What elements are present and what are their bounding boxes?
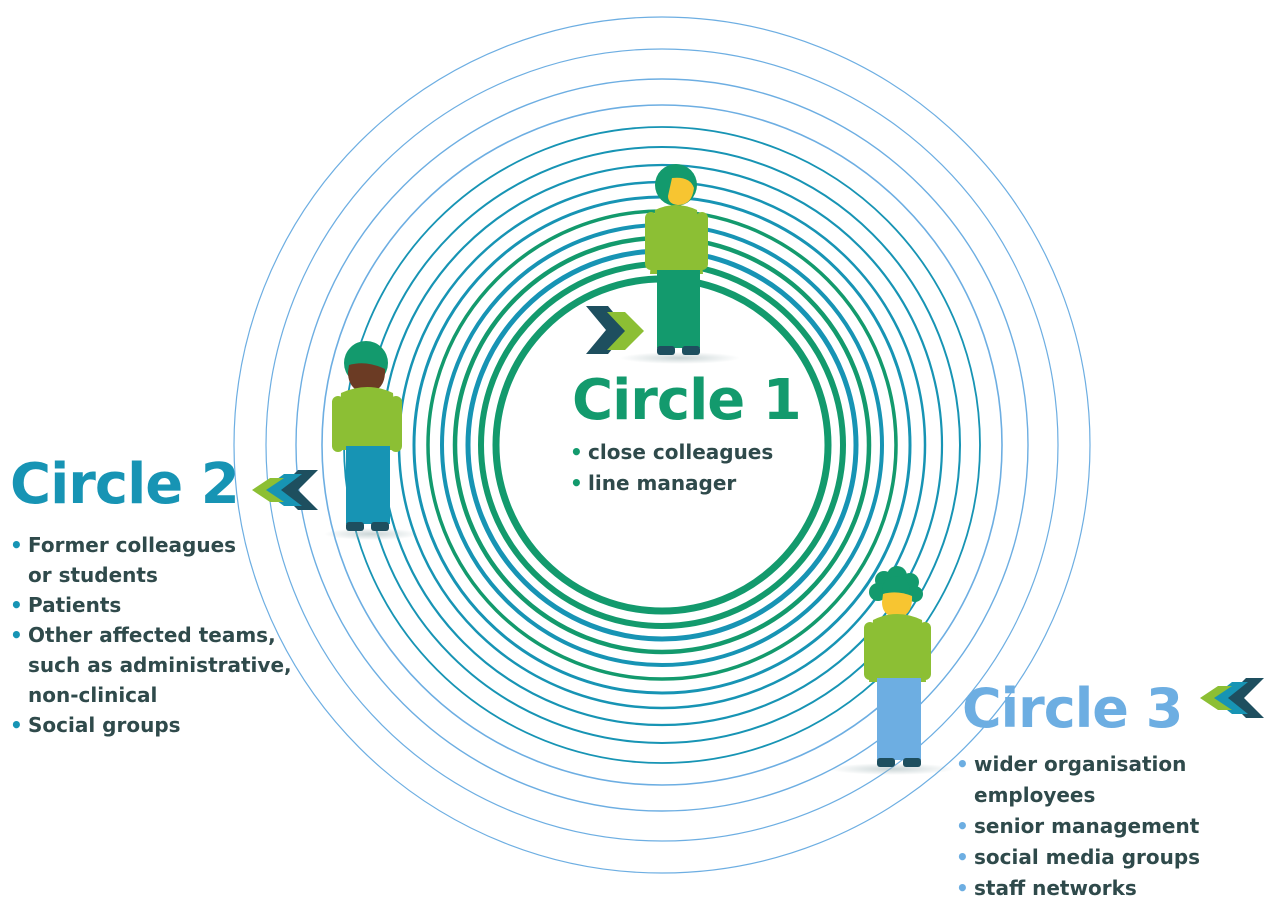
circle3-item: social media groups (954, 842, 1200, 873)
circle1-item: close colleagues (568, 437, 773, 468)
circle1-list: close colleagues line manager (568, 437, 773, 499)
person-face (348, 363, 386, 393)
person-legs (877, 678, 921, 760)
person-face (668, 177, 694, 205)
person-circle2 (324, 341, 420, 540)
person-circle1 (620, 164, 740, 364)
circle3-list: wider organisation employees senior mana… (954, 749, 1200, 904)
circle2-title: Circle 2 (10, 452, 240, 517)
person-shoe-left (346, 522, 364, 531)
circle2-item: Social groups (8, 710, 292, 740)
person-shoe-right (682, 346, 700, 355)
person-shoe-right (371, 522, 389, 531)
person-face (882, 592, 913, 618)
person-arm-right (696, 212, 708, 270)
circle1-title: Circle 1 (572, 368, 802, 433)
person-shadow (324, 528, 420, 540)
ring (295, 78, 1029, 812)
person-arm-left (332, 396, 344, 452)
person-arm-left (645, 212, 657, 270)
circle2-item-continuation: non-clinical (28, 683, 158, 707)
circle3-title: Circle 3 (962, 677, 1183, 740)
person-circle3 (830, 566, 954, 775)
person-shadow (620, 352, 740, 364)
ring (321, 104, 1003, 786)
circle3-item: staff networks (954, 873, 1200, 904)
circle2-item: Former colleagues (8, 530, 292, 560)
person-legs (346, 446, 390, 524)
person-arm-right (390, 396, 402, 452)
chevron-left-icon (1200, 678, 1264, 718)
person-arm-left (864, 622, 876, 680)
chevron-left-icon (252, 470, 318, 510)
circle3-item: wider organisation (954, 749, 1200, 780)
circle3-item: senior management (954, 811, 1200, 842)
person-shirt (869, 614, 926, 682)
person-legs (657, 270, 700, 348)
person-shoe-left (877, 758, 895, 767)
person-shoe-left (657, 346, 675, 355)
circle2-item: Patients (8, 590, 292, 620)
ring (265, 48, 1059, 842)
person-shadow (830, 763, 954, 775)
circle2-item-continuation: or students (28, 563, 158, 587)
circle2-list: Former colleagues or students Patients O… (8, 530, 292, 740)
circle2-item-continuation: such as administrative, (28, 653, 292, 677)
person-shirt (650, 205, 703, 274)
person-shirt (338, 387, 397, 450)
circle1-item: line manager (568, 468, 773, 499)
circle2-item: Other affected teams, (8, 620, 292, 650)
chevron-right-icon (586, 306, 644, 354)
person-arm-right (919, 622, 931, 680)
person-shoe-right (903, 758, 921, 767)
ring (233, 16, 1091, 874)
circle3-item-continuation: employees (974, 783, 1096, 807)
